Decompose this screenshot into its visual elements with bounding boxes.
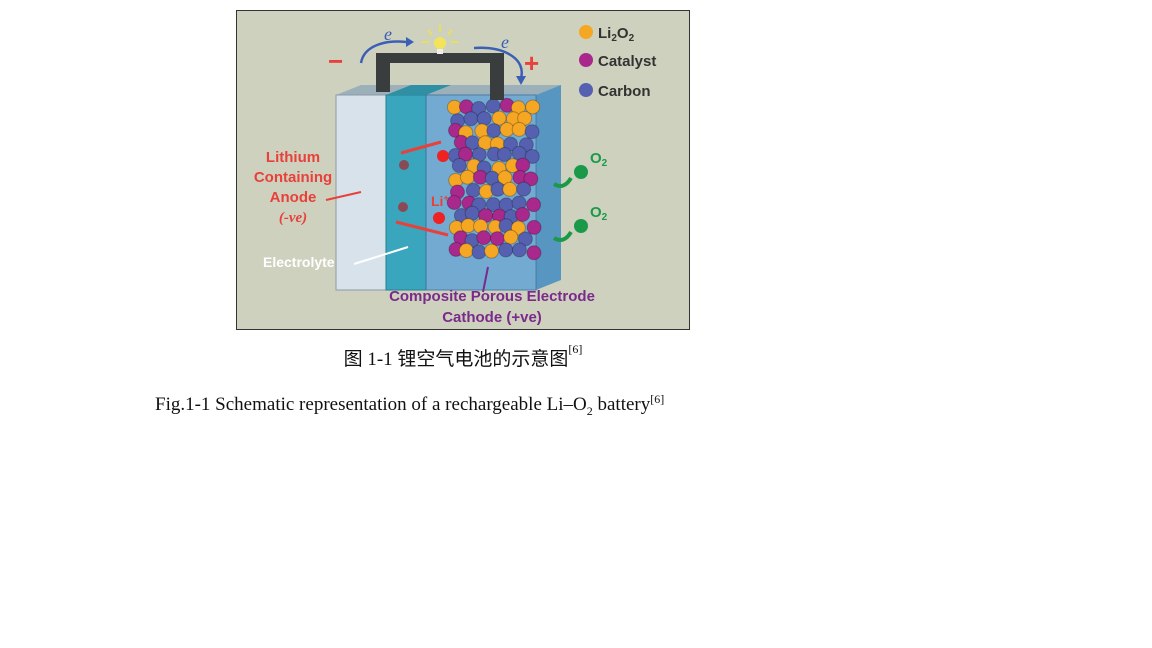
particle-sphere	[484, 243, 500, 259]
svg-text:Li2O2: Li2O2	[598, 25, 635, 44]
particle-sphere	[471, 244, 487, 260]
particle-sphere	[511, 242, 527, 258]
particle-sphere	[503, 229, 519, 245]
svg-text:O2: O2	[590, 204, 608, 223]
particle-sphere	[525, 99, 541, 115]
figure-caption-chinese: 图 1-1 锂空气电池的示意图[6]	[343, 342, 583, 370]
particle-sphere	[524, 148, 540, 164]
particle-sphere	[515, 157, 531, 173]
svg-text:Catalyst: Catalyst	[598, 53, 656, 70]
particle-sphere	[517, 231, 533, 247]
particle-sphere	[458, 243, 474, 259]
particle-sphere	[476, 230, 492, 246]
oxygen-inflow: O2 O2	[552, 150, 608, 242]
electron-arrow-left	[359, 40, 407, 64]
particle-sphere	[523, 171, 539, 187]
svg-text:O2: O2	[590, 150, 608, 169]
particle-sphere	[451, 158, 467, 174]
particle-sphere	[496, 146, 512, 162]
li-ion-label: Li+	[431, 193, 449, 209]
particle-sphere	[476, 111, 492, 127]
particle-sphere	[463, 111, 479, 127]
particle-sphere	[524, 124, 540, 140]
particle-spheres	[446, 97, 542, 261]
particle-sphere	[526, 197, 542, 213]
minus-terminal: −	[328, 46, 343, 76]
li-ion-arrow	[400, 140, 442, 155]
svg-text:Anode: Anode	[270, 189, 317, 206]
particle-sphere	[526, 219, 542, 235]
legend: Li2O2 Catalyst Carbon	[579, 25, 656, 100]
particle-sphere	[459, 169, 475, 185]
battery-schematic-figure: e e − + Li2O2 Catalyst Carbon Lithium Co…	[236, 10, 690, 330]
svg-text:Carbon: Carbon	[598, 83, 651, 100]
particle-sphere	[515, 206, 531, 222]
particle-sphere	[486, 123, 502, 139]
particle-sphere	[491, 110, 507, 126]
electron-arrow-right	[473, 46, 523, 79]
particle-sphere	[465, 182, 481, 198]
particle-sphere	[526, 245, 542, 261]
svg-text:Containing: Containing	[254, 169, 332, 186]
electron-label-right: e	[501, 32, 509, 52]
particle-sphere	[502, 181, 518, 197]
electron-label-left: e	[384, 24, 392, 44]
electrolyte-slab	[385, 94, 427, 291]
figure-caption-english: Fig.1-1 Schematic representation of a re…	[155, 392, 665, 418]
particle-sphere	[446, 195, 462, 211]
svg-text:Cathode (+ve): Cathode (+ve)	[442, 309, 542, 326]
light-bulb-icon	[422, 25, 458, 54]
electrolyte-label: Electrolyte	[263, 254, 335, 270]
particle-sphere	[460, 218, 476, 234]
svg-text:Composite Porous Electrode: Composite Porous Electrode	[389, 288, 595, 305]
particle-sphere	[464, 205, 480, 221]
circuit-wire	[376, 53, 504, 100]
battery-cell	[335, 85, 561, 291]
cathode-label: Composite Porous Electrode Cathode (+ve)	[389, 288, 595, 326]
particle-sphere	[498, 242, 514, 258]
particle-sphere	[511, 121, 527, 137]
svg-text:(-ve): (-ve)	[279, 210, 307, 226]
particle-sphere	[516, 181, 532, 197]
plus-terminal: +	[524, 48, 539, 78]
anode-label: Lithium Containing Anode (-ve)	[254, 149, 332, 226]
svg-text:Lithium: Lithium	[266, 149, 320, 166]
